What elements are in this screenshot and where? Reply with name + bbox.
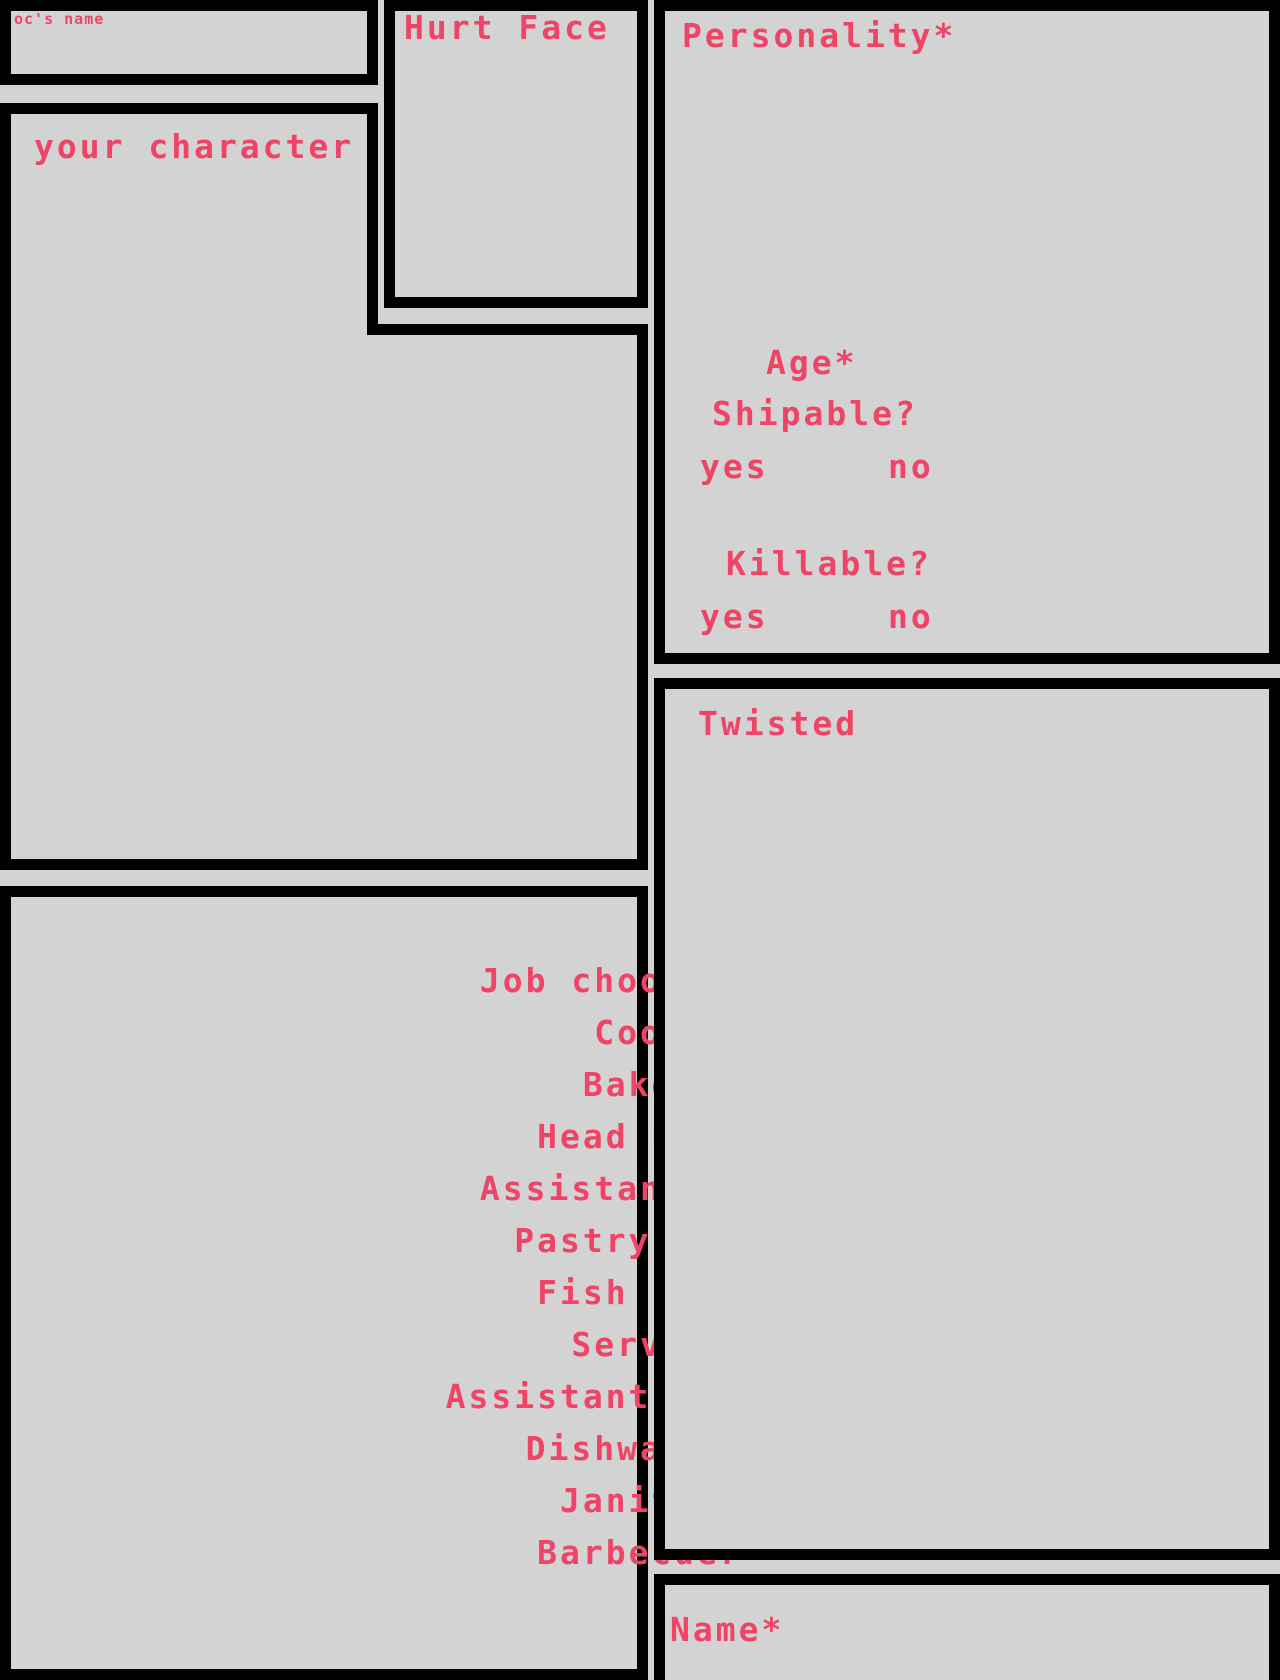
twisted-box [654,678,1280,1560]
oc-name-box [0,0,378,85]
jobs-box [0,886,648,1680]
twisted-label: Twisted [698,704,859,743]
personality-box [654,0,1280,664]
killable-no[interactable]: no [888,597,934,636]
shipable-yes[interactable]: yes [700,447,769,486]
shipable-no[interactable]: no [888,447,934,486]
name-field-label: Name* [670,1610,785,1649]
character-box-inner-edge [367,103,378,335]
character-label: your character [34,127,355,166]
character-box-left-edge [0,103,11,870]
character-box-fill-top [11,114,367,344]
name-field-box [654,1574,1280,1680]
shipable-label: Shipable? [712,394,918,433]
oc-name-label: oc's name [14,10,105,28]
killable-label: Killable? [726,544,932,583]
character-box-fill [11,335,637,859]
age-label: Age* [766,343,858,382]
hurt-face-box [384,0,648,308]
hurt-face-label: Hurt Face [404,8,610,47]
killable-yes[interactable]: yes [700,597,769,636]
personality-label: Personality* [682,16,957,55]
